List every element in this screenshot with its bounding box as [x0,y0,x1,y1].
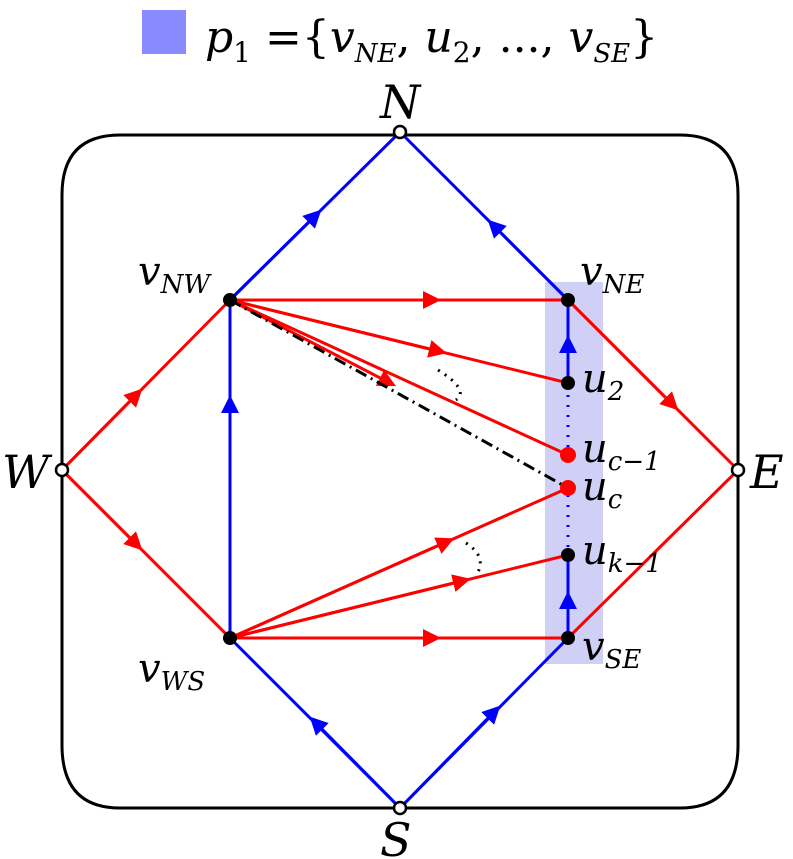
vertex-s [392,800,408,816]
edge-vnw-uc1 [229,298,569,457]
vertex-vne [561,293,575,307]
vertex-uc1 [560,447,576,463]
angle-arc-bottom [465,541,482,573]
vertex-vnw [223,293,237,307]
label-s: S [380,813,412,859]
edge-vnw-uc-dashdot [229,298,569,490]
label-vne: vNE [580,249,644,300]
label-vse: vSE [582,624,641,675]
edge-vse-e [566,468,740,640]
vertex-uc [560,480,576,496]
legend-swatch [142,10,186,54]
label-uc1: uc−1 [582,426,661,477]
label-w: W [2,445,53,499]
label-n: N [379,75,422,129]
vertex-u2 [561,376,575,390]
label-uk1: uk−1 [582,528,662,579]
label-e: E [749,445,784,499]
legend-label: p1 ={vNE, u2, ..., vSE} [205,12,658,69]
label-u2: u2 [582,356,624,407]
label-vws: vWS [138,646,205,697]
blue-edges [221,130,577,810]
vertex-n [392,124,408,140]
label-vnw: vNW [138,249,212,300]
vertex-vws [223,631,237,645]
vertex-w [54,462,70,478]
vertex-uk1 [561,548,575,562]
vertex-vse [561,631,575,645]
vertex-e [730,462,746,478]
label-uc: uc [582,464,623,515]
